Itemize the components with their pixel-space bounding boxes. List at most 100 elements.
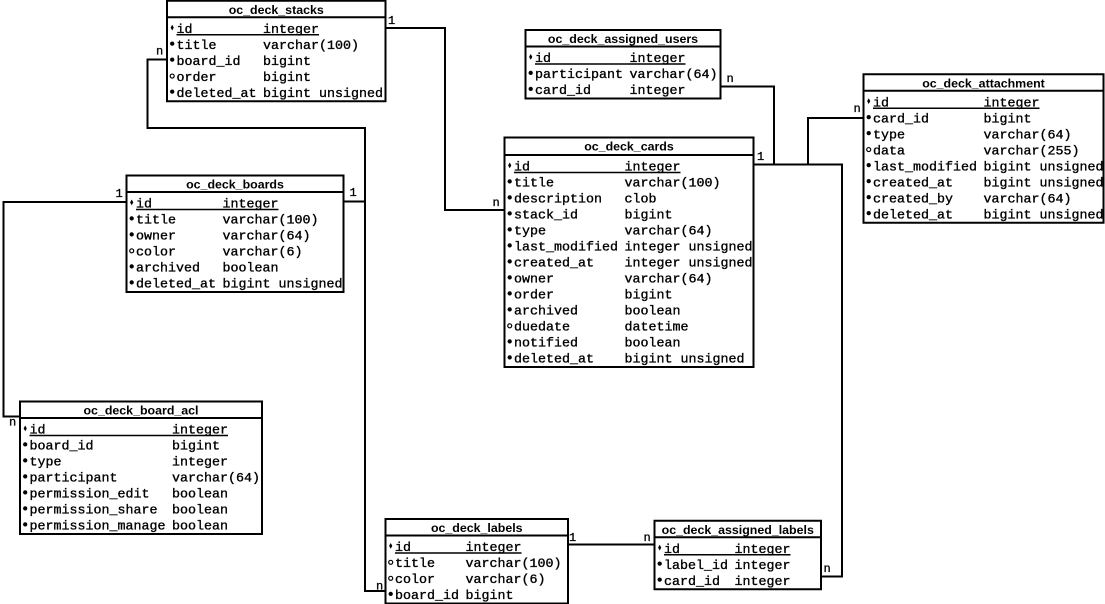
svg-text:boolean: boolean [625, 305, 681, 320]
svg-text:label_id: label_id [664, 559, 728, 574]
svg-text:n: n [644, 531, 651, 545]
svg-text:board_id: board_id [177, 55, 241, 70]
svg-text:bigint unsigned: bigint unsigned [625, 353, 745, 368]
svg-text:oc_deck_assigned_users: oc_deck_assigned_users [548, 32, 698, 46]
svg-text:id: id [395, 541, 411, 556]
svg-text:board_id: board_id [395, 589, 459, 604]
svg-text:integer unsigned: integer unsigned [625, 257, 753, 272]
svg-text:card_id: card_id [535, 84, 591, 99]
svg-text:archived: archived [514, 305, 578, 320]
svg-text:type: type [514, 225, 546, 240]
svg-text:n: n [156, 45, 163, 59]
svg-text:varchar(64): varchar(64) [625, 225, 713, 240]
svg-text:varchar(64): varchar(64) [625, 273, 713, 288]
svg-text:bigint unsigned: bigint unsigned [984, 160, 1104, 175]
svg-text:datetime: datetime [625, 321, 689, 336]
svg-text:varchar(64): varchar(64) [223, 230, 311, 245]
svg-text:oc_deck_labels: oc_deck_labels [431, 521, 523, 535]
svg-text:oc_deck_board_acl: oc_deck_board_acl [83, 404, 198, 418]
svg-text:boolean: boolean [172, 488, 228, 503]
svg-text:integer: integer [172, 424, 228, 439]
svg-text:permission_edit: permission_edit [30, 488, 150, 503]
svg-text:card_id: card_id [873, 112, 929, 127]
svg-text:card_id: card_id [664, 575, 720, 590]
svg-text:1: 1 [350, 186, 357, 200]
svg-text:integer: integer [984, 96, 1040, 111]
svg-text:integer: integer [172, 456, 228, 471]
svg-text:varchar(6): varchar(6) [223, 246, 303, 261]
svg-text:order: order [177, 71, 217, 86]
svg-text:id: id [535, 52, 551, 67]
svg-text:varchar(255): varchar(255) [984, 144, 1080, 159]
svg-text:integer unsigned: integer unsigned [625, 241, 753, 256]
svg-text:bigint unsigned: bigint unsigned [984, 208, 1104, 223]
svg-text:created_at: created_at [873, 176, 953, 191]
svg-text:bigint: bigint [625, 209, 673, 224]
svg-text:type: type [30, 456, 62, 471]
svg-text:id: id [30, 424, 46, 439]
svg-text:varchar(6): varchar(6) [466, 573, 546, 588]
svg-text:integer: integer [735, 559, 791, 574]
svg-text:oc_deck_assigned_labels: oc_deck_assigned_labels [662, 523, 814, 537]
svg-text:varchar(100): varchar(100) [625, 177, 721, 192]
svg-text:n: n [376, 580, 383, 594]
svg-text:participant: participant [30, 472, 118, 487]
svg-text:bigint: bigint [984, 112, 1032, 127]
svg-text:boolean: boolean [625, 337, 681, 352]
svg-text:bigint unsigned: bigint unsigned [984, 176, 1104, 191]
svg-text:integer: integer [735, 575, 791, 590]
svg-text:n: n [9, 416, 16, 430]
svg-text:integer: integer [263, 23, 319, 38]
svg-text:integer: integer [625, 161, 681, 176]
svg-text:id: id [177, 23, 193, 38]
svg-text:n: n [824, 562, 831, 576]
svg-text:color: color [395, 573, 435, 588]
svg-text:varchar(64): varchar(64) [984, 192, 1072, 207]
svg-text:varchar(64): varchar(64) [172, 472, 260, 487]
svg-text:bigint unsigned: bigint unsigned [223, 278, 343, 293]
svg-text:id: id [873, 96, 889, 111]
svg-text:1: 1 [569, 531, 576, 545]
svg-text:duedate: duedate [514, 321, 570, 336]
svg-text:integer: integer [630, 52, 686, 67]
svg-text:bigint: bigint [172, 440, 220, 455]
svg-text:boolean: boolean [172, 520, 228, 535]
svg-text:description: description [514, 193, 602, 208]
svg-text:color: color [136, 246, 176, 261]
svg-text:bigint: bigint [466, 589, 514, 604]
svg-text:order: order [514, 289, 554, 304]
svg-text:varchar(100): varchar(100) [223, 214, 319, 229]
svg-text:deleted_at: deleted_at [514, 353, 594, 368]
svg-text:title: title [395, 557, 435, 572]
svg-text:data: data [873, 144, 905, 159]
svg-text:participant: participant [535, 68, 623, 83]
svg-text:last_modified: last_modified [873, 160, 977, 175]
svg-text:varchar(64): varchar(64) [630, 68, 718, 83]
svg-text:deleted_at: deleted_at [177, 87, 257, 102]
svg-text:title: title [177, 39, 217, 54]
svg-text:oc_deck_cards: oc_deck_cards [584, 140, 674, 154]
svg-text:n: n [727, 72, 734, 86]
svg-text:integer: integer [223, 198, 279, 213]
svg-text:integer: integer [466, 541, 522, 556]
svg-text:1: 1 [388, 14, 395, 28]
svg-text:owner: owner [136, 230, 176, 245]
svg-text:title: title [136, 214, 176, 229]
svg-text:1: 1 [116, 187, 123, 201]
svg-text:boolean: boolean [172, 504, 228, 519]
svg-text:id: id [136, 198, 152, 213]
svg-text:varchar(100): varchar(100) [263, 39, 359, 54]
svg-text:oc_deck_stacks: oc_deck_stacks [229, 3, 324, 17]
svg-text:clob: clob [625, 193, 657, 208]
svg-text:varchar(100): varchar(100) [466, 557, 562, 572]
svg-text:deleted_at: deleted_at [873, 208, 953, 223]
svg-text:permission_manage: permission_manage [30, 520, 166, 535]
svg-text:n: n [493, 196, 500, 210]
svg-text:title: title [514, 177, 554, 192]
svg-text:integer: integer [630, 84, 686, 99]
svg-text:bigint: bigint [263, 55, 311, 70]
svg-text:created_by: created_by [873, 192, 953, 207]
svg-text:bigint: bigint [263, 71, 311, 86]
svg-text:id: id [514, 161, 530, 176]
svg-text:type: type [873, 128, 905, 143]
